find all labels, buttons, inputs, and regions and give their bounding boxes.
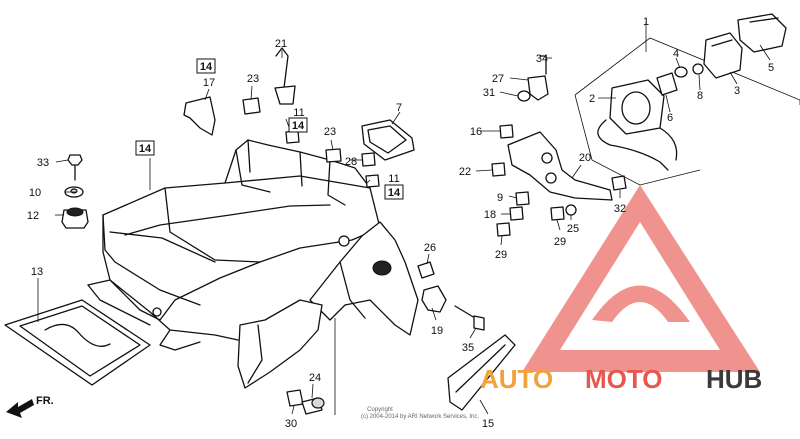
callout-18: 18 [484,209,496,221]
callout-34: 34 [536,53,548,65]
copyright-notice: Copyright (c) 2004-2014 by ARI Network S… [361,407,479,420]
callout-8: 8 [697,90,703,102]
callout-22: 22 [459,166,471,178]
part-30-nut [286,389,304,407]
watermark-word-auto: AUTO [480,364,553,394]
part-29-nut-b [550,206,565,221]
part-18-nut [509,206,524,221]
callout-30: 30 [285,418,297,430]
watermark-wordmark: AUTO MOTO HUB [480,364,762,394]
ref-box-14-b: 14 [135,140,155,156]
callout-23-b: 23 [324,126,336,138]
part-28-nut [361,152,376,167]
part-23-nut-mid [325,148,342,163]
callout-3: 3 [734,85,740,97]
part-33-bolt [67,154,83,181]
callout-numbers: 1 2 3 4 5 6 7 8 9 10 11 11 12 13 15 16 1… [27,16,774,430]
part-8-bulb [692,63,704,75]
watermark-word-hub: HUB [706,364,762,394]
callout-14-d: 14 [388,187,401,199]
part-13-pad [4,299,151,386]
ref-box-14-d: 14 [384,184,404,200]
callout-4: 4 [673,48,679,60]
callout-14-c: 14 [292,120,305,132]
watermark-logo [522,185,760,372]
part-23-nut-top [242,97,261,115]
part-31-grommet [517,90,531,102]
copyright-line-2: (c) 2004-2014 by ARI Network Services, I… [361,414,479,420]
callout-1: 1 [643,16,649,28]
part-2-housing [597,79,678,171]
part-34-bolt [539,55,547,75]
callout-24: 24 [309,372,321,384]
part-32-screw [611,175,627,191]
callout-25: 25 [567,223,579,235]
callout-13: 13 [31,266,43,278]
callout-14-b: 14 [139,143,152,155]
callout-23-a: 23 [247,73,259,85]
callout-16: 16 [470,126,482,138]
callout-21: 21 [275,38,287,50]
front-direction-label: FR. [36,395,54,407]
front-direction-arrow: FR. [6,395,54,418]
part-6-socket [656,72,678,96]
callout-2: 2 [589,93,595,105]
part-25-collar [565,204,577,216]
callout-11-b: 11 [388,173,399,185]
part-11-grommet-top [285,130,300,144]
callout-20: 20 [579,152,591,164]
part-19-cushion [421,285,447,313]
rear-fender-body [87,139,419,389]
copyright-line-1: Copyright [367,407,393,413]
part-4-bulb [674,66,688,78]
part-16-nut [499,124,514,139]
callout-29-b: 29 [554,236,566,248]
callout-15: 15 [482,418,494,430]
part-29-nut-a [496,222,511,237]
callout-26: 26 [424,242,436,254]
callout-31: 31 [483,87,495,99]
callout-32: 32 [614,203,626,215]
part-9-nut [515,191,530,206]
callout-35: 35 [462,342,474,354]
part-17-bracket [183,96,216,136]
callout-33: 33 [37,157,49,169]
part-26-bolt [417,261,435,279]
tail-light-assembly-frame [574,37,800,186]
callout-10: 10 [29,187,41,199]
callout-19: 19 [431,325,443,337]
part-12-grommet [61,207,89,229]
callout-29-a: 29 [495,249,507,261]
part-20-light-bracket [507,131,613,201]
part-5-cover [737,13,787,53]
callout-12: 12 [27,210,39,222]
ref-box-14-a: 14 [196,58,216,74]
leader-lines [37,22,771,415]
callout-7: 7 [396,102,402,114]
part-15-license-bracket [447,334,516,411]
callout-6: 6 [667,112,673,124]
ref-box-14-c: 14 [288,117,308,133]
callout-14-a: 14 [200,61,213,73]
callout-11-a: 11 [293,107,304,119]
callout-17: 17 [203,77,215,89]
part-22-nut [491,162,506,177]
part-27-clamp [527,75,549,101]
callout-5: 5 [768,62,774,74]
part-7-reflector [361,119,415,161]
callout-9: 9 [497,192,503,204]
part-11-grommet-mid [365,174,380,188]
part-21-clip [274,47,296,105]
part-3-lens [703,32,743,79]
watermark-word-moto: MOTO [585,364,663,394]
part-24-collar [301,397,325,415]
callout-27: 27 [492,73,504,85]
callout-28: 28 [345,156,357,168]
part-35-bolt [454,305,485,331]
